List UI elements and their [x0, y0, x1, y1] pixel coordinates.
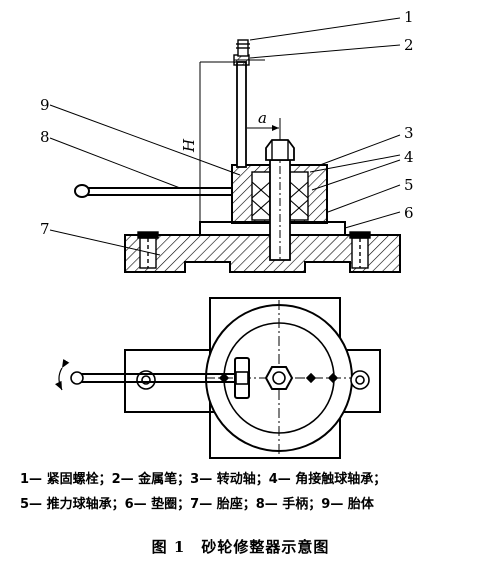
grinding-wheel-dresser-drawing: 1 2 3 4 5 6 7 8 9 H a: [40, 8, 414, 459]
label-6: 6: [404, 204, 414, 222]
metal-pen-post: [236, 61, 247, 168]
label-7: 7: [40, 220, 50, 238]
label-4: 4: [404, 148, 414, 166]
legend-line-1: 1— 紧固螺栓；2— 金属笔；3— 转动轴；4— 角接触球轴承；: [20, 472, 387, 487]
plan-view: [55, 297, 381, 459]
dimension-h: H: [180, 138, 198, 153]
legend-line-2: 5— 推力球轴承；6— 垫圈；7— 胎座；8— 手柄；9— 胎体: [20, 497, 374, 512]
label-5: 5: [404, 176, 414, 194]
section-view: [49, 17, 401, 273]
dimension-a: a: [258, 109, 267, 127]
label-9: 9: [40, 96, 50, 114]
figure-caption: 图 1 砂轮修整器示意图: [151, 538, 330, 556]
label-1: 1: [404, 8, 414, 26]
label-8: 8: [40, 128, 50, 146]
base-7: [124, 234, 401, 273]
label-3: 3: [404, 124, 414, 142]
label-2: 2: [404, 36, 414, 54]
